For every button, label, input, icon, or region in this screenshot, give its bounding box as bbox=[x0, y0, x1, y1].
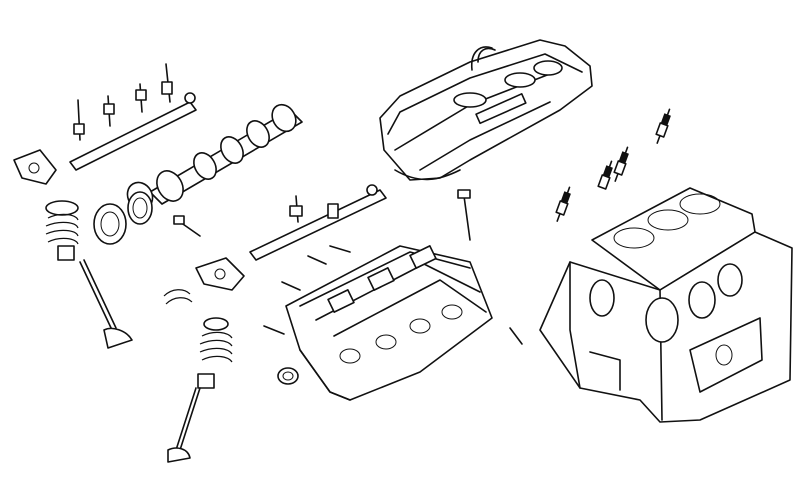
spark-plug-1 bbox=[655, 108, 671, 144]
camshaft-seal bbox=[93, 191, 153, 245]
engine-block bbox=[539, 187, 793, 423]
spark-plug-4 bbox=[555, 186, 571, 222]
valve-cover bbox=[379, 39, 593, 181]
head-bolts bbox=[173, 189, 523, 345]
rocker-shaft-upper bbox=[69, 63, 197, 171]
rocker-shaft-lower bbox=[249, 184, 387, 261]
valve-spring-left bbox=[45, 200, 79, 261]
rocker-arm-center bbox=[195, 257, 245, 291]
spark-plugs bbox=[555, 108, 671, 222]
spark-plug-2 bbox=[613, 146, 629, 182]
valve-center bbox=[167, 387, 201, 463]
rocker-arm-left bbox=[13, 149, 57, 185]
spark-plug-3 bbox=[597, 160, 613, 190]
valve-spring-center bbox=[163, 289, 233, 389]
cylinder-head bbox=[277, 245, 493, 401]
valve-left bbox=[79, 259, 133, 349]
